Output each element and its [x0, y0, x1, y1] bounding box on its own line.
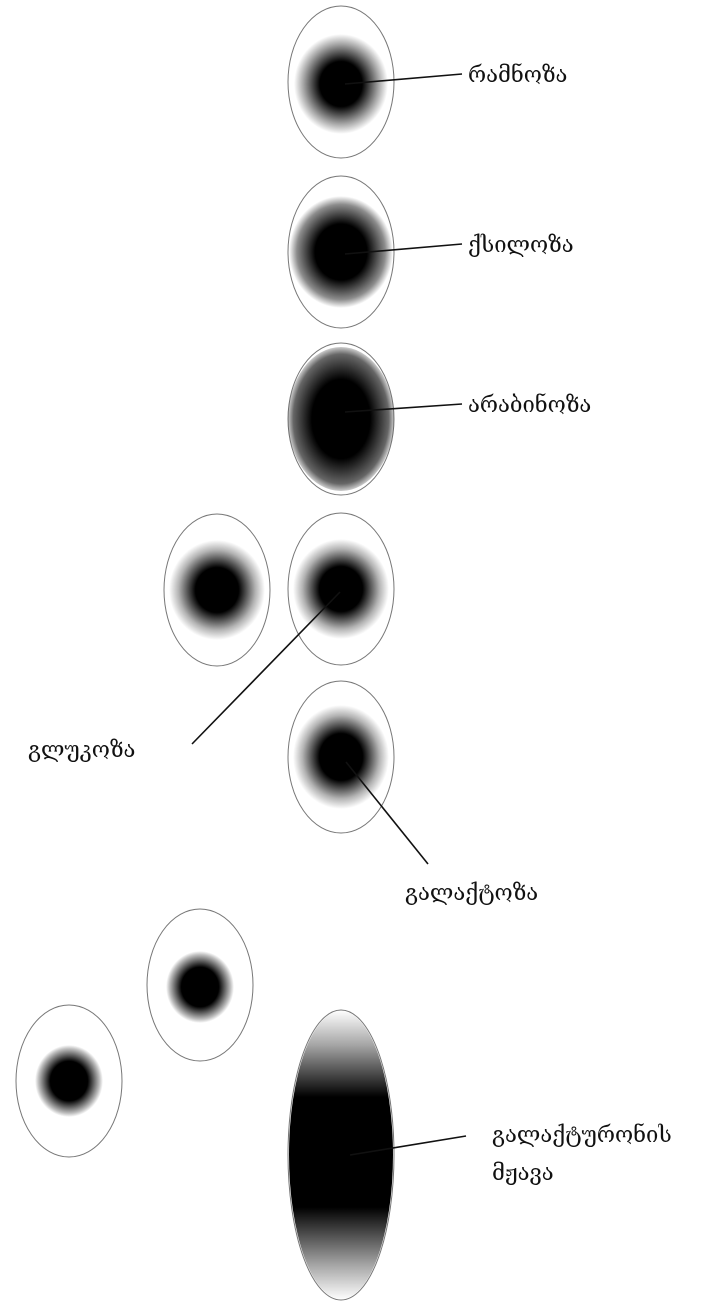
small-spot-upper	[147, 909, 253, 1061]
galactose-label: გალაქტოზა	[405, 881, 538, 906]
xylose-spot	[288, 176, 394, 328]
xylose-label: ქსილოზა	[468, 233, 574, 258]
small-spot-lower	[16, 1005, 122, 1157]
rhamnose-spot	[288, 6, 394, 158]
galactose-spot	[288, 681, 394, 833]
glucose-label: გლუკოზა	[28, 738, 135, 763]
galacturonic-acid-label-line1: გალაქტურონის	[492, 1122, 672, 1148]
standard-spot-left	[164, 514, 270, 666]
rhamnose-label: რამნოზა	[468, 62, 567, 88]
arabinose-spot	[288, 343, 394, 495]
glucose-spot	[288, 513, 394, 665]
galacturonic-acid-label-line2: მჟავა	[492, 1161, 554, 1186]
arabinose-label: არაბინოზა	[468, 392, 591, 418]
galacturonic-acid-spot	[288, 1010, 394, 1300]
